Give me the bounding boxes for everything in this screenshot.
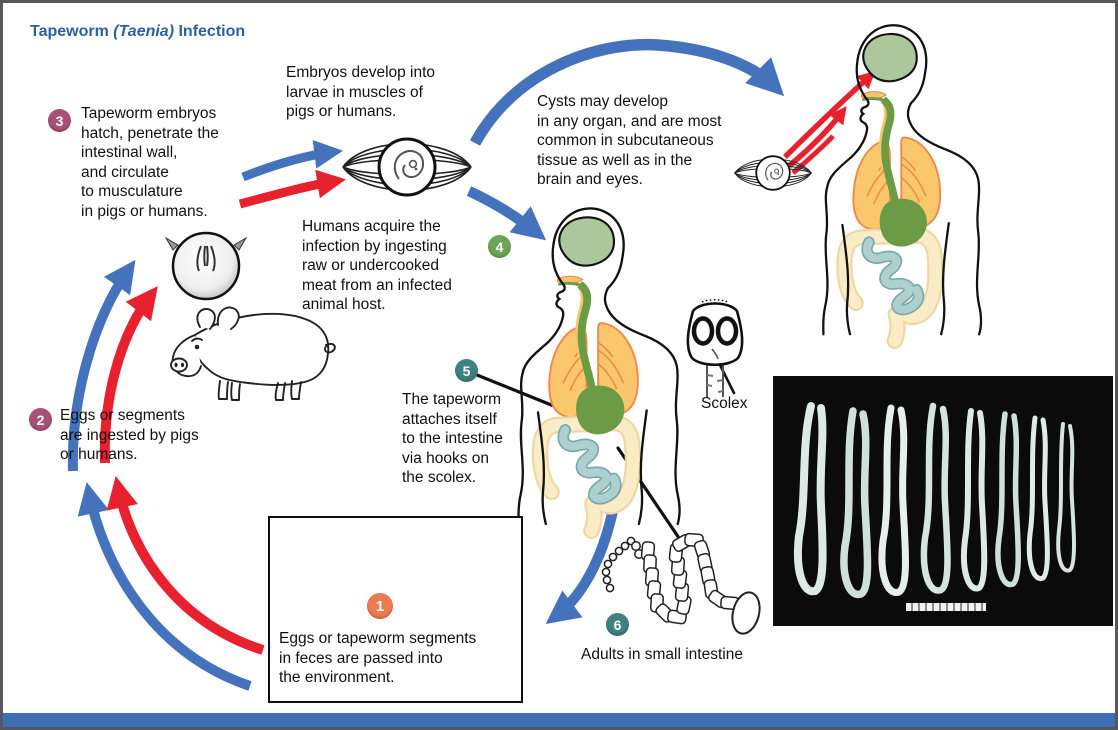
- scolex-illustration: [686, 299, 744, 397]
- step-5-badge: 5: [455, 359, 478, 382]
- cysts-caption: Cysts may develop in any organ, and are …: [537, 93, 722, 188]
- scolex-label: Scolex: [701, 395, 748, 412]
- step-6-text: Adults in small intestine: [581, 646, 743, 663]
- larva-in-muscle-small: [733, 155, 813, 191]
- tapeworm-photo: [773, 376, 1113, 626]
- step-3-badge: 3: [48, 109, 71, 132]
- figure-title: Tapeworm (Taenia) Infection: [30, 23, 245, 41]
- adult-tapeworm-illustration: [601, 532, 761, 635]
- human-figure-middle: [518, 208, 679, 530]
- step-2-badge: 2: [29, 408, 52, 431]
- step-1-box: [268, 516, 523, 703]
- step-2-text: Eggs or segments are ingested by pigs or…: [60, 407, 199, 463]
- title-part-3: Infection: [174, 23, 246, 40]
- step-4-badge: 4: [488, 235, 511, 258]
- step-1-text: Eggs or tapeworm segments in feces are p…: [279, 630, 477, 686]
- photo-scale-bar: [906, 603, 986, 611]
- larva-in-muscle-large: [341, 137, 473, 197]
- bottom-accent-bar: [3, 713, 1115, 727]
- title-genus-italic: (Taenia): [113, 23, 175, 40]
- step-5-text: The tapeworm attaches itself to the inte…: [402, 391, 503, 486]
- diagram-artwork: [67, 3, 1113, 691]
- step-4-text: Humans acquire the infection by ingestin…: [302, 218, 452, 313]
- human-figure-upper-right: [823, 25, 981, 341]
- step-1-badge: 1: [367, 593, 393, 619]
- pig-illustration: [170, 306, 336, 401]
- embryos-develop-caption: Embryos develop into larvae in muscles o…: [286, 64, 436, 120]
- step-3-text: Tapeworm embryos hatch, penetrate the in…: [81, 105, 219, 220]
- embryo-illustration: [164, 231, 248, 301]
- step-6-badge: 6: [606, 613, 629, 636]
- title-part-1: Tapeworm: [30, 23, 114, 40]
